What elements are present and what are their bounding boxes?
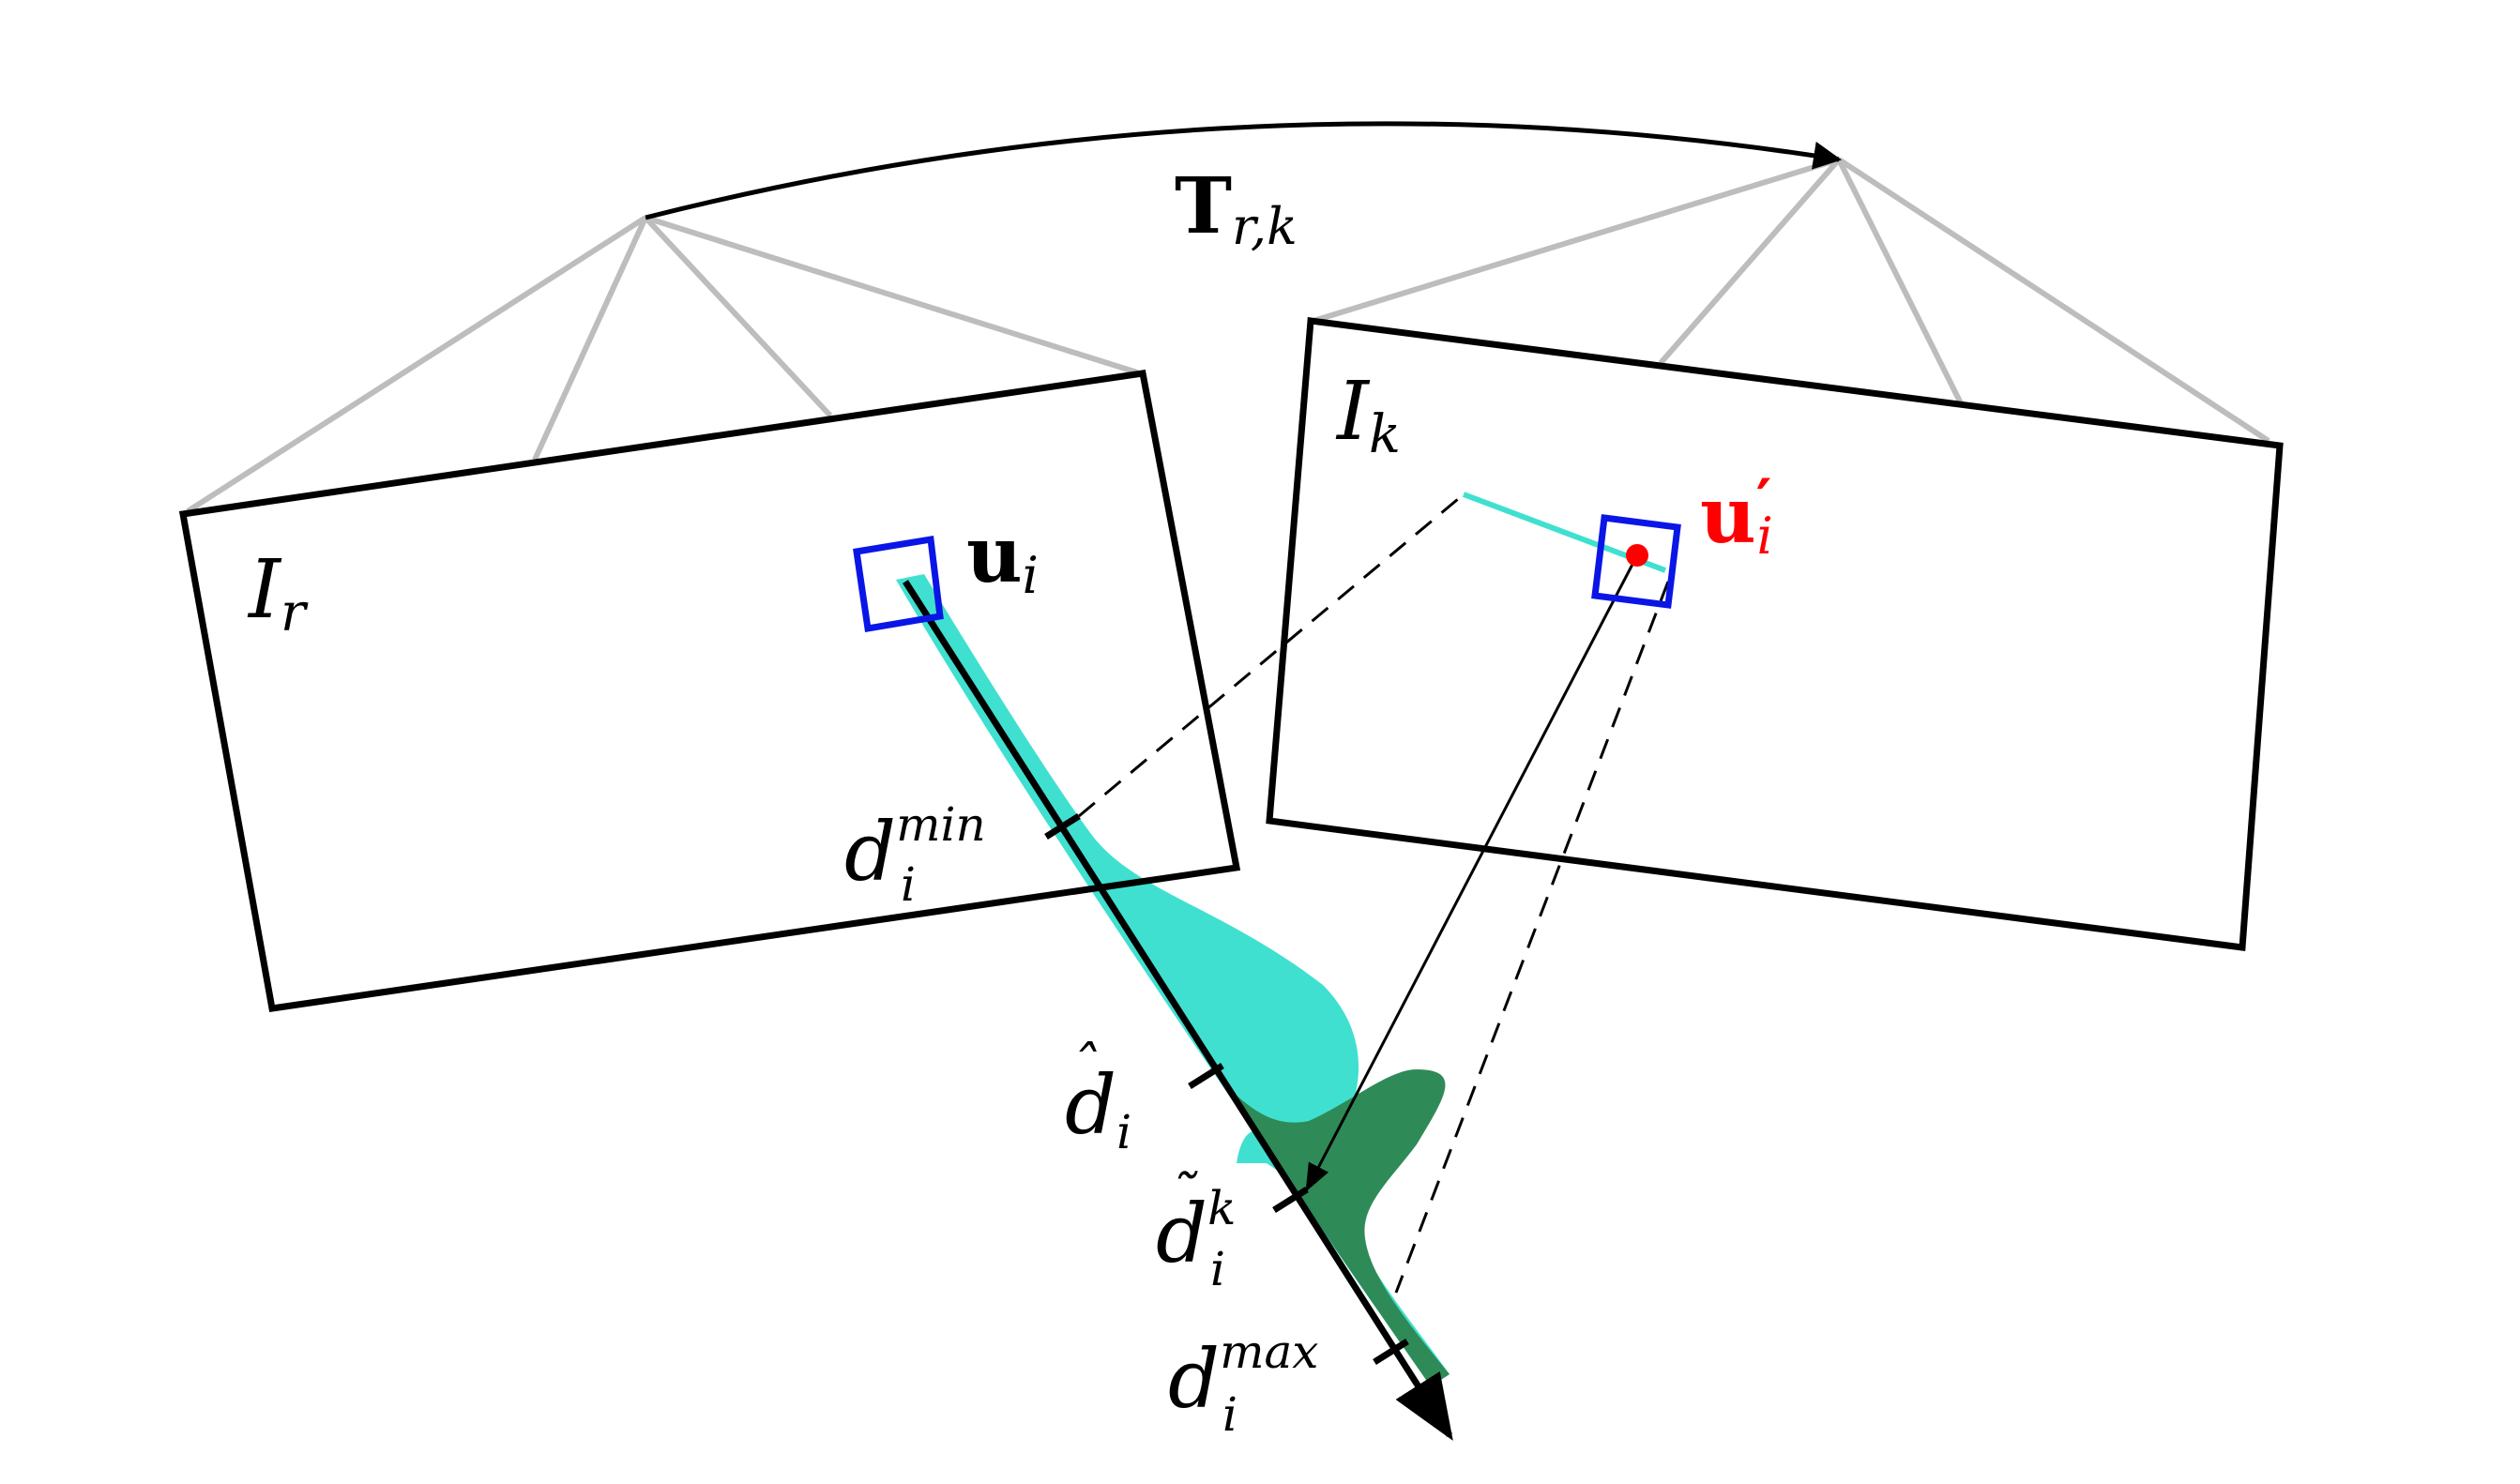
key-patch (1591, 514, 1681, 609)
transform-label: Tr,k (1175, 161, 1298, 256)
pixel-label: ui (966, 510, 1039, 605)
d-tilde-label: dk (1156, 1181, 1236, 1281)
update-distribution (1229, 1069, 1450, 1386)
reference-patch (853, 535, 944, 633)
d-hat-accent: ˆ (1070, 1035, 1098, 1100)
projected-pixel-label: u′i (1700, 466, 1773, 566)
d-min-label: dmin (844, 797, 986, 900)
d-min-sub: i (901, 857, 916, 912)
projected-point (1626, 544, 1648, 567)
reference-image-frame (178, 370, 1241, 1012)
ref-camera-frustum (186, 215, 1138, 514)
reference-image-label: Ir (247, 543, 309, 644)
d-max-label: dmax (1168, 1325, 1318, 1427)
d-tilde-sub: i (1210, 1242, 1225, 1296)
d-hat-label: di (1065, 1059, 1131, 1159)
key-image-label: Ik (1335, 365, 1401, 465)
key-camera-frustum (1313, 157, 2270, 444)
transform-arc (645, 121, 1842, 220)
depth-ticks (1044, 813, 1409, 1365)
depth-distribution (896, 574, 1450, 1386)
d-max-sub: i (1222, 1387, 1237, 1442)
d-tilde-accent: ˜ (1168, 1163, 1198, 1229)
key-image-frame (1266, 317, 2284, 951)
depth-ray (903, 580, 1453, 1441)
dashed-projection-lines (1078, 492, 1670, 1294)
projection-line (1305, 554, 1639, 1192)
